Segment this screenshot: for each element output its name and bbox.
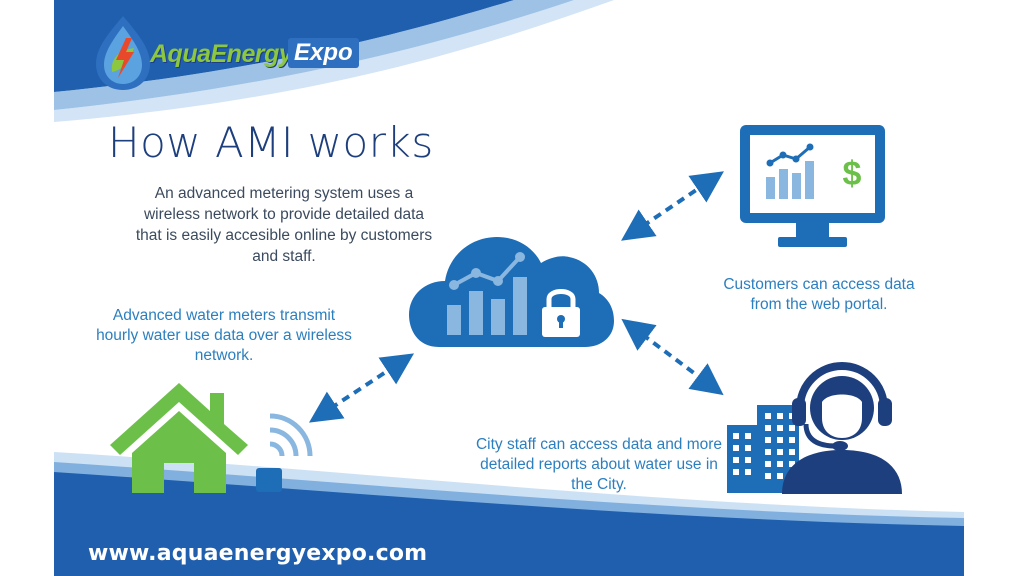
- wireless-meter-icon: [256, 413, 313, 492]
- meter-cloud-arrow: [308, 353, 415, 423]
- meters-text: Advanced water meters transmit hourly wa…: [96, 307, 352, 364]
- intro-text: An advanced metering system uses a wirel…: [135, 185, 433, 265]
- staff-text: City staff can access data and more deta…: [475, 436, 723, 493]
- house-icon: [110, 383, 248, 493]
- infographic-slide: AquaEnergy Expo How AMI works An advance…: [54, 0, 964, 576]
- brand-name: AquaEnergy: [150, 40, 293, 68]
- aquaenergy-logo-icon: [96, 16, 150, 90]
- cloud-staff-arrow: [621, 318, 724, 396]
- cloud-chart-lock-icon: [409, 237, 614, 347]
- brand-expo-badge: Expo: [288, 38, 359, 68]
- page-title: How AMI works: [108, 118, 434, 167]
- dollar-icon: $: [843, 155, 862, 193]
- background-waves: [54, 0, 964, 576]
- headset-agent-icon: [782, 362, 902, 494]
- website-link[interactable]: www.aquaenergyexpo.com: [88, 541, 428, 566]
- cloud-monitor-arrow: [621, 171, 724, 241]
- monitor-chart-dollar-icon: $: [740, 125, 885, 247]
- connection-arrows: [308, 171, 724, 423]
- customers-text: Customers can access data from the web p…: [723, 276, 915, 313]
